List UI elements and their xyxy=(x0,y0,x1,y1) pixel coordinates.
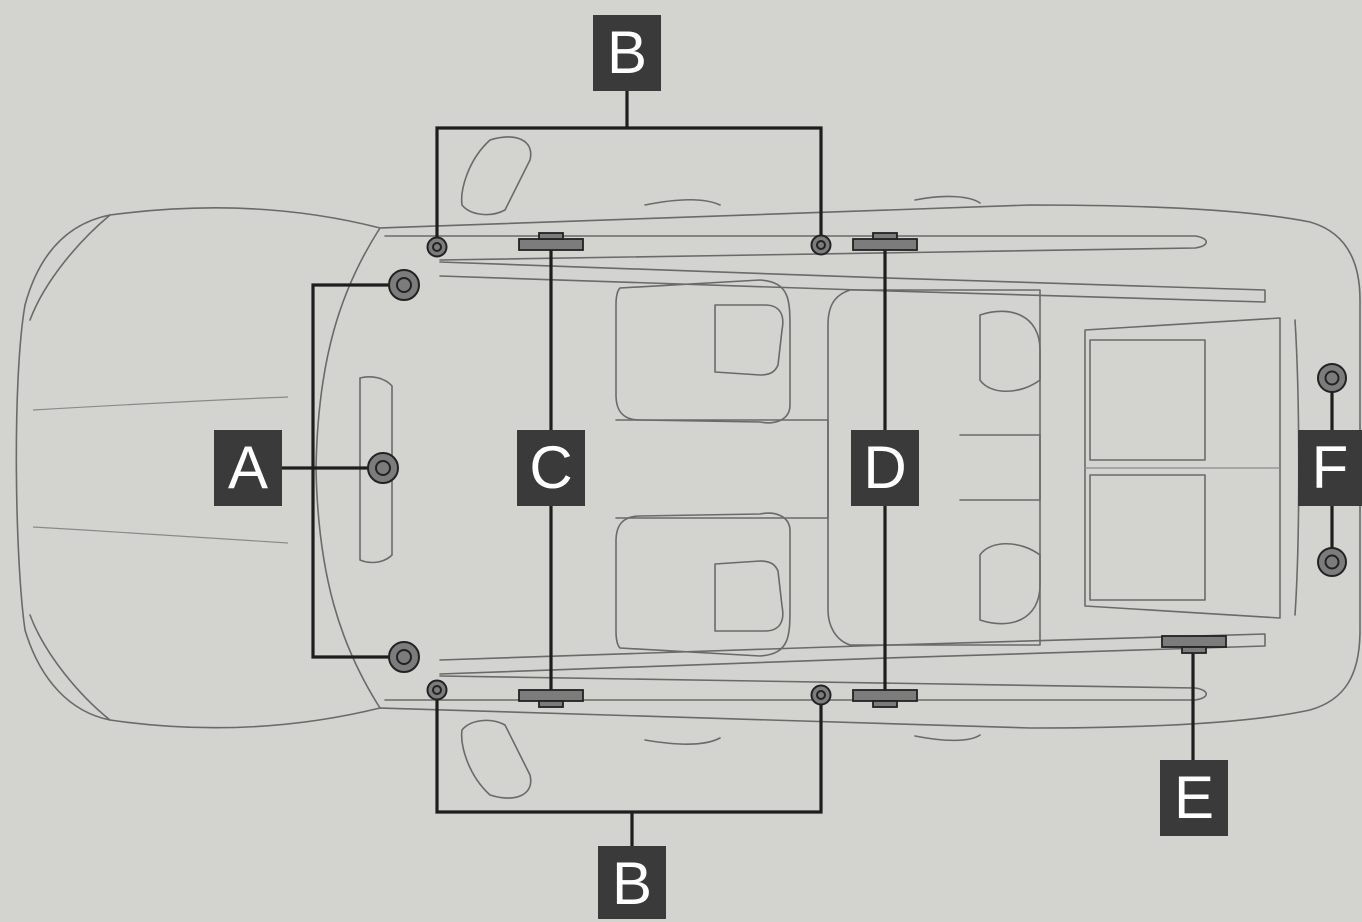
leader-line-b-top xyxy=(435,126,823,247)
label-b-bottom: B xyxy=(598,846,666,919)
speaker-b-front-left-icon xyxy=(426,236,448,258)
speaker-b-rear-right-icon xyxy=(810,684,832,706)
leader-lines xyxy=(280,90,1334,850)
label-f: F xyxy=(1298,430,1362,506)
speaker-d-left-icon xyxy=(852,232,918,251)
leader-line-a xyxy=(311,283,404,659)
speaker-b-front-right-icon xyxy=(426,679,448,701)
speaker-e-icon xyxy=(1161,635,1227,654)
leader-line-b-bottom xyxy=(435,690,823,814)
speaker-a-left-icon xyxy=(388,269,420,301)
speaker-b-rear-left-icon xyxy=(810,234,832,256)
label-d: D xyxy=(851,430,919,506)
speaker-f-right-icon xyxy=(1317,547,1347,577)
label-a: A xyxy=(214,430,282,506)
label-e: E xyxy=(1160,760,1228,836)
speaker-f-left-icon xyxy=(1317,363,1347,393)
speaker-a-center-icon xyxy=(367,452,399,484)
speaker-c-right-icon xyxy=(518,689,584,708)
speakers xyxy=(367,232,1347,708)
speaker-d-right-icon xyxy=(852,689,918,708)
label-b-top: B xyxy=(593,15,661,91)
speaker-a-right-icon xyxy=(388,641,420,673)
speaker-c-left-icon xyxy=(518,232,584,251)
label-c: C xyxy=(517,430,585,506)
